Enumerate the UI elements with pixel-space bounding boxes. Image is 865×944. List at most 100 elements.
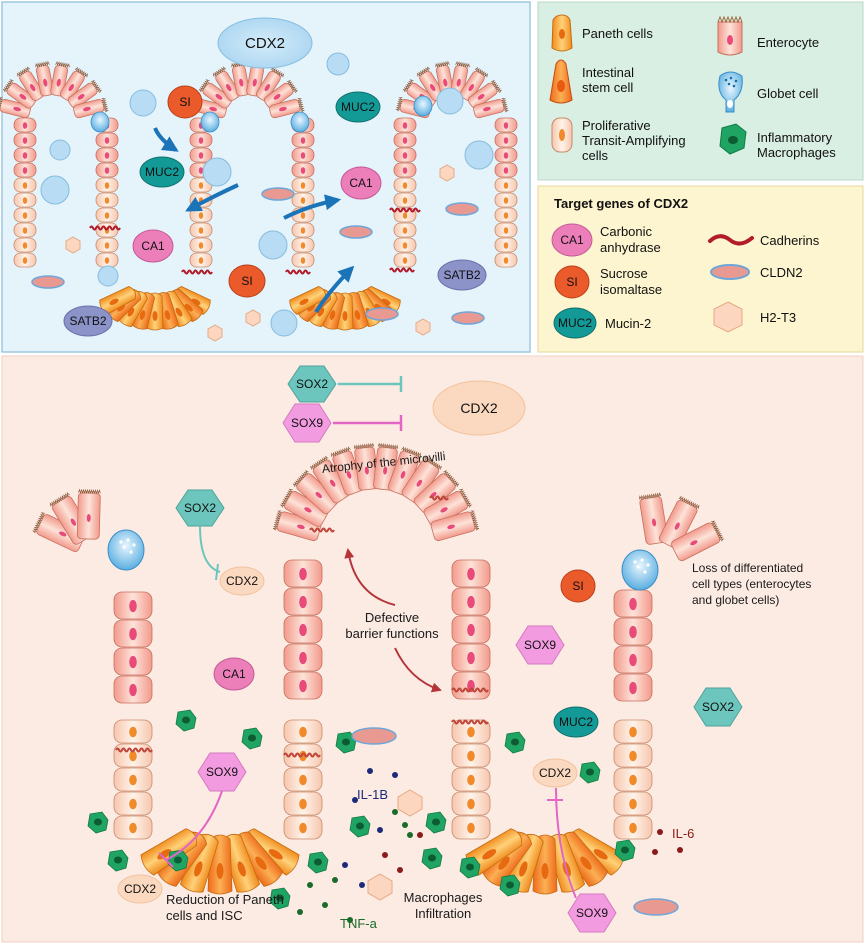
cell-nucleus bbox=[248, 734, 256, 742]
il1b-label: IL-1B bbox=[357, 787, 389, 802]
cell-nucleus bbox=[503, 197, 509, 204]
cadherins-icon bbox=[708, 234, 754, 246]
cell-nucleus bbox=[129, 750, 137, 762]
cell-nucleus bbox=[432, 818, 440, 826]
cell-nucleus bbox=[22, 152, 28, 159]
cytokine-dot bbox=[652, 849, 658, 855]
regulation-arrow bbox=[185, 183, 239, 212]
cytokine-dot bbox=[297, 909, 303, 915]
cell-nucleus bbox=[506, 881, 514, 889]
cell-nucleus bbox=[300, 212, 306, 219]
microvilli bbox=[74, 66, 89, 78]
cell-nucleus bbox=[383, 466, 388, 475]
legend-ta-1: Proliferative bbox=[582, 118, 651, 133]
cell-nucleus bbox=[152, 311, 158, 321]
cell-nucleus bbox=[629, 774, 637, 786]
cell-nucleus bbox=[300, 137, 306, 144]
mucus-droplet bbox=[464, 140, 494, 170]
cdx2-right-shape bbox=[532, 758, 578, 788]
cell-nucleus bbox=[503, 122, 509, 129]
regulation-arrow bbox=[283, 194, 342, 220]
microvilli bbox=[377, 442, 399, 450]
cell-nucleus bbox=[629, 681, 637, 695]
cytokine-dot bbox=[382, 852, 388, 858]
muc2-left-label: MUC2 bbox=[144, 165, 179, 179]
cldn2-marker bbox=[365, 307, 399, 321]
cell-nucleus bbox=[175, 307, 183, 317]
enterocyte-cell bbox=[2, 79, 37, 109]
defective-1: Defective bbox=[364, 610, 420, 625]
granule bbox=[643, 570, 647, 574]
microvilli bbox=[435, 60, 450, 68]
ca1-bottom-label: CA1 bbox=[222, 667, 246, 681]
cell-nucleus bbox=[129, 798, 137, 810]
bottom-decor bbox=[87, 495, 683, 923]
cell-nucleus bbox=[467, 567, 475, 581]
sox9-left-hex bbox=[197, 752, 247, 792]
cell-body bbox=[290, 111, 310, 133]
stem-cell bbox=[321, 292, 346, 330]
microvilli bbox=[395, 97, 404, 112]
cell-nucleus bbox=[22, 197, 28, 204]
sox9-top-label: SOX9 bbox=[290, 416, 323, 430]
macrophage bbox=[241, 727, 263, 750]
cadherin-junction bbox=[309, 527, 335, 533]
cell-nucleus bbox=[467, 822, 475, 834]
cell-nucleus bbox=[104, 257, 110, 264]
cell-body bbox=[107, 529, 145, 571]
targets-cldn2: CLDN2 bbox=[760, 265, 803, 280]
paneth-cell bbox=[179, 833, 219, 893]
macrophage bbox=[87, 811, 109, 834]
cytokine-dot bbox=[307, 882, 313, 888]
regulation-arrow bbox=[314, 265, 355, 314]
granule bbox=[646, 563, 650, 567]
defective-arrow-up bbox=[344, 548, 396, 606]
cell-nucleus bbox=[239, 78, 244, 87]
cell-nucleus bbox=[466, 863, 474, 871]
sox2-left-label: SOX2 bbox=[183, 501, 216, 515]
cell-nucleus bbox=[300, 257, 306, 264]
muc2-bottom-label: MUC2 bbox=[558, 715, 593, 729]
microvilli bbox=[212, 66, 227, 77]
cell-nucleus bbox=[402, 212, 408, 219]
goblet-cell bbox=[107, 529, 145, 571]
cell-nucleus bbox=[82, 106, 91, 112]
enterocyte-cell bbox=[459, 66, 489, 101]
cdx2-bottom-shape bbox=[117, 874, 163, 904]
cytokine-dot bbox=[417, 832, 423, 838]
granule bbox=[132, 543, 136, 547]
enterocyte-cell bbox=[467, 79, 503, 109]
microvilli bbox=[501, 98, 509, 113]
microvilli bbox=[490, 79, 503, 94]
cell-nucleus bbox=[94, 818, 102, 826]
paneth-cell bbox=[289, 286, 326, 315]
granule bbox=[640, 558, 644, 562]
granule bbox=[122, 545, 126, 549]
cell-nucleus bbox=[273, 93, 281, 100]
microvilli bbox=[35, 60, 50, 68]
cell-nucleus bbox=[216, 863, 224, 879]
satb2-left-shape bbox=[63, 305, 113, 337]
cell-nucleus bbox=[300, 182, 306, 189]
tnfa-label: TNF-a bbox=[340, 916, 377, 931]
macrophage bbox=[421, 847, 443, 870]
targets-title: Target genes of CDX2 bbox=[554, 196, 689, 211]
cell-nucleus bbox=[129, 726, 137, 738]
cell-nucleus bbox=[629, 750, 637, 762]
cell-nucleus bbox=[299, 798, 307, 810]
mucus-droplet bbox=[49, 139, 71, 161]
cell-nucleus bbox=[182, 716, 190, 724]
cell-nucleus bbox=[519, 861, 528, 877]
cell-body bbox=[90, 111, 110, 133]
cytokine-dot bbox=[352, 797, 358, 803]
microvilli bbox=[469, 510, 480, 531]
microvilli bbox=[402, 79, 414, 93]
cell-nucleus bbox=[22, 122, 28, 129]
cell-nucleus bbox=[300, 242, 306, 249]
sox9-mid-label: SOX9 bbox=[523, 638, 556, 652]
cell-nucleus bbox=[621, 846, 629, 854]
cell-nucleus bbox=[503, 152, 509, 159]
cell-nucleus bbox=[164, 310, 171, 320]
cell-nucleus bbox=[19, 93, 27, 100]
microvilli bbox=[297, 98, 305, 113]
